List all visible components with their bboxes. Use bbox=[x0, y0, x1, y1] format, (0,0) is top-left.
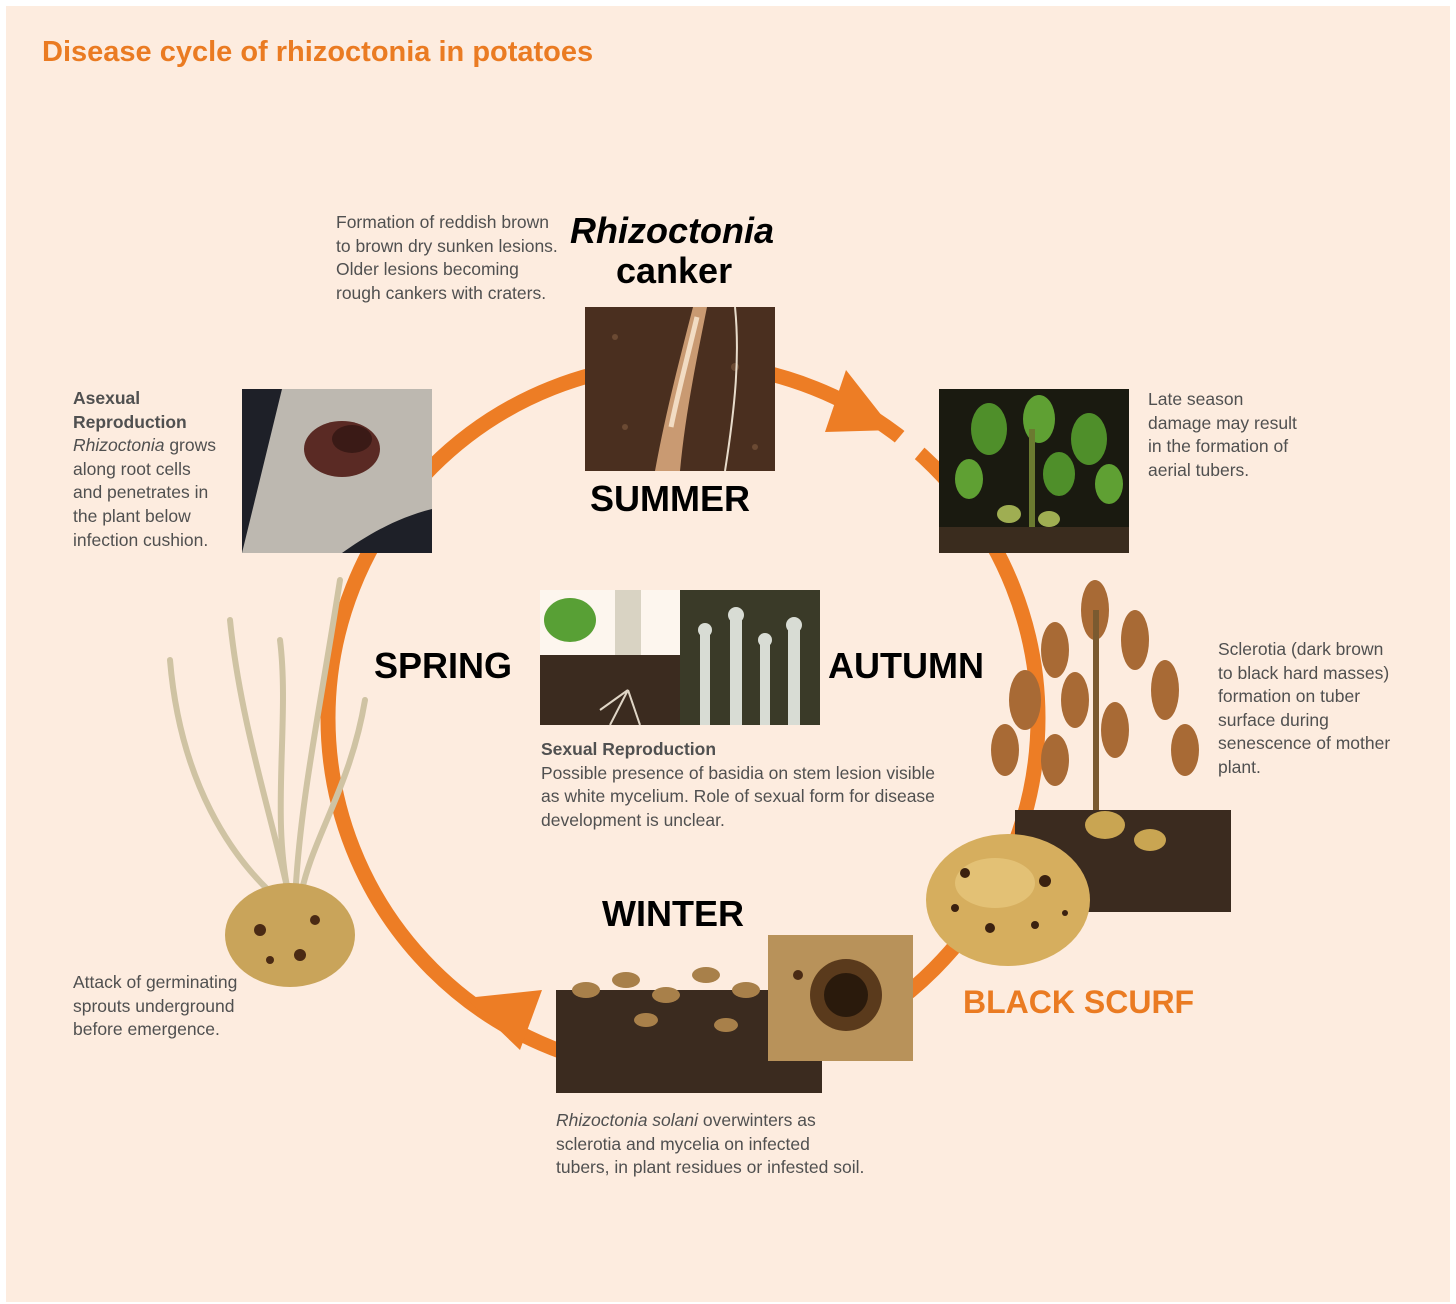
sexual-reproduction-text: Possible presence of basidia on stem les… bbox=[541, 762, 935, 830]
spring-note: Attack of germinating sprouts undergroun… bbox=[73, 972, 238, 1040]
autumn-season-label: AUTUMN bbox=[828, 645, 984, 686]
stem-lesion-photo bbox=[540, 590, 680, 725]
winter-note-species: Rhizoctonia solani bbox=[556, 1110, 699, 1130]
winter-note-text: overwinters as sclerotia and mycelia on … bbox=[556, 1110, 865, 1178]
spring-season-label: SPRING bbox=[374, 645, 513, 686]
black-scurf-tuber bbox=[926, 834, 1090, 966]
winter-note: Rhizoctonia solani overwinters as sclero… bbox=[556, 1109, 866, 1180]
black-scurf-label: BLACK SCURF bbox=[963, 984, 1195, 1020]
cycle-arrow-winter-spring bbox=[466, 990, 542, 1050]
summer-note: Formation of reddish brown to brown dry … bbox=[336, 212, 558, 303]
asexual-note-text: grows along root cells and penetrates in… bbox=[73, 435, 217, 550]
page-title: Disease cycle of rhizoctonia in potatoes bbox=[42, 36, 594, 68]
summer-season-label: SUMMER bbox=[590, 478, 750, 519]
winter-season-label: WINTER bbox=[602, 893, 744, 934]
late-season-note: Late season damage may result in the for… bbox=[1148, 389, 1297, 480]
sclerotia-note: Sclerotia (dark brown to black hard mass… bbox=[1218, 639, 1391, 777]
cycle-arrow-summer-autumn bbox=[825, 370, 893, 432]
sclerotia-closeup-photo bbox=[768, 935, 913, 1061]
asexual-note-genus: Rhizoctonia bbox=[73, 435, 165, 456]
sprouting-tuber-illustration bbox=[167, 577, 368, 987]
root-infection-photo bbox=[242, 389, 432, 553]
aerial-tubers-photo bbox=[939, 389, 1129, 553]
senescent-plant-illustration bbox=[991, 580, 1231, 912]
asexual-reproduction-heading: Asexual Reproduction bbox=[73, 388, 187, 432]
canker-stem-photo bbox=[585, 307, 775, 471]
summer-heading-italic: Rhizoctonia bbox=[570, 210, 774, 251]
sexual-reproduction-heading: Sexual Reproduction bbox=[541, 739, 717, 759]
summer-heading: canker bbox=[616, 250, 733, 291]
basidia-photo bbox=[680, 590, 820, 725]
